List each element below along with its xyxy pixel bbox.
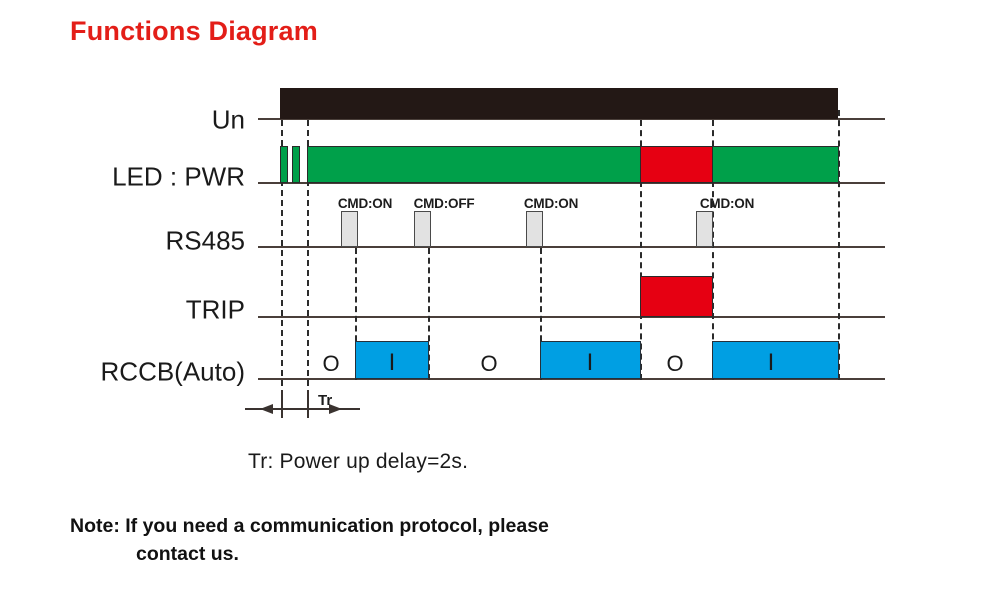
rs485-pulse-label-4: CMD:ON: [699, 196, 755, 211]
note-block: Note: If you need a communication protoc…: [70, 512, 549, 569]
baseline-trip: [258, 316, 885, 318]
row-label-led-pwr: LED : PWR: [112, 161, 245, 192]
led-on-segment-1: [307, 146, 641, 183]
rccb-state-closed-2: I: [586, 349, 594, 376]
rs485-pulse-label-1: CMD:ON: [337, 196, 393, 211]
marker-trip-start: [640, 120, 642, 380]
tr-arrow-right: [329, 404, 342, 414]
tr-measure-line: [245, 408, 360, 410]
led-fault-segment: [640, 146, 713, 183]
rs485-pulse-1: [341, 211, 358, 247]
marker-trip-end: [712, 120, 714, 380]
tr-tick-left: [281, 390, 283, 418]
row-label-rccb: RCCB(Auto): [100, 356, 245, 387]
rccb-state-open-1: O: [322, 351, 340, 376]
led-on-segment-2: [712, 146, 839, 183]
rccb-state-open-3: O: [666, 351, 684, 376]
rs485-pulse-label-2: CMD:OFF: [413, 196, 475, 211]
note-line-1: Note: If you need a communication protoc…: [70, 515, 549, 537]
rccb-bar-closed-3: [712, 341, 839, 379]
marker-power-on: [281, 110, 283, 406]
note-line-2: contact us.: [136, 543, 239, 566]
tr-label: Tr: [318, 392, 333, 409]
marker-power-off: [838, 110, 840, 380]
row-label-un: Un: [211, 104, 245, 135]
rs485-pulse-label-3: CMD:ON: [523, 196, 579, 211]
marker-cmd-on-2: [540, 248, 542, 380]
rccb-bar-closed-2: [540, 341, 641, 379]
tr-caption: Tr: Power up delay=2s.: [248, 450, 469, 473]
rs485-pulse-4: [696, 211, 713, 247]
baseline-led: [258, 182, 885, 184]
rccb-state-open-2: O: [480, 351, 498, 376]
baseline-un: [258, 118, 885, 120]
led-blink-1: [280, 146, 288, 183]
tr-arrow-left: [260, 404, 273, 414]
led-blink-2: [292, 146, 300, 183]
marker-cmd-off-1: [428, 248, 430, 380]
page-title: Functions Diagram: [70, 16, 318, 46]
row-label-rs485: RS485: [165, 225, 246, 256]
rs485-pulse-3: [526, 211, 543, 247]
marker-cmd-on-1: [355, 248, 357, 380]
rccb-state-closed-3: I: [767, 349, 775, 376]
baseline-rccb: [258, 378, 885, 380]
marker-tr-end: [307, 110, 309, 406]
baseline-rs485: [258, 246, 885, 248]
rccb-state-closed-1: I: [388, 349, 396, 376]
trip-bar-active: [640, 276, 713, 317]
rccb-bar-closed-1: [355, 341, 429, 379]
un-bar-high: [280, 88, 838, 119]
rs485-pulse-2: [414, 211, 431, 247]
tr-tick-right: [307, 390, 309, 418]
row-label-trip: TRIP: [185, 294, 245, 325]
